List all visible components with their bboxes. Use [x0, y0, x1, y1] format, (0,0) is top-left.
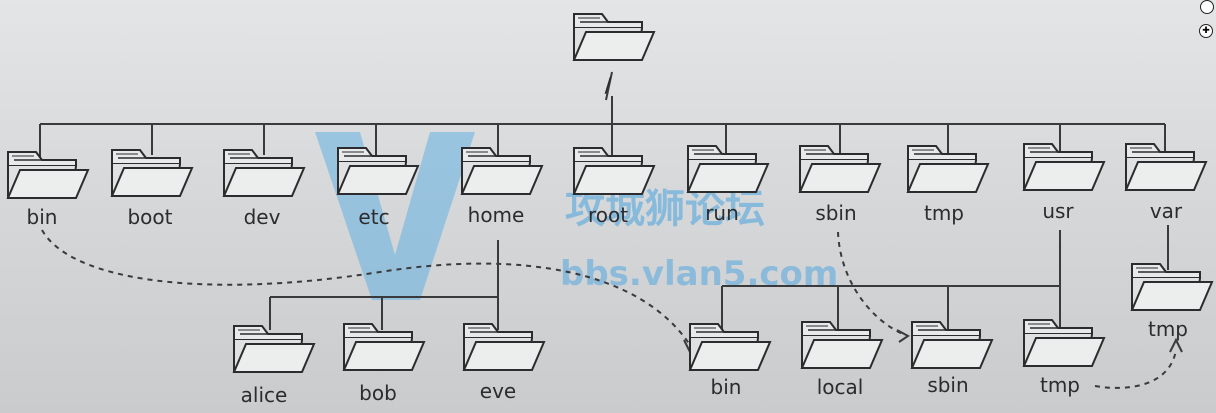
folder-icon — [337, 147, 419, 195]
folder-label: sbin — [927, 373, 968, 397]
folder-label: sbin — [815, 201, 856, 225]
folder-usr-sbin[interactable]: sbin — [911, 321, 993, 397]
folder-bob[interactable]: bob — [343, 323, 425, 405]
folder-root[interactable]: root — [573, 147, 655, 227]
folder-dev[interactable]: dev — [223, 149, 305, 229]
folder-alice[interactable]: alice — [233, 325, 315, 407]
folder-usr-tmp[interactable]: tmp — [1023, 319, 1105, 397]
folder-icon — [689, 323, 771, 371]
folder-icon — [461, 147, 543, 195]
folder-label: etc — [358, 205, 389, 229]
folder-icon — [801, 321, 883, 369]
folder-label: bin — [27, 205, 58, 229]
folder-tmp[interactable]: tmp — [907, 145, 989, 225]
folder-sbin[interactable]: sbin — [799, 145, 881, 225]
folder-run[interactable]: run — [687, 145, 769, 225]
corner-dot-icon[interactable] — [1200, 0, 1214, 14]
folder-icon — [7, 151, 89, 199]
folder-icon — [573, 147, 655, 195]
folder-label: bin — [711, 375, 742, 399]
folder-label: boot — [127, 205, 172, 229]
folder-usr-local[interactable]: local — [801, 321, 883, 399]
folder-icon — [1131, 263, 1213, 311]
folder-label: home — [468, 203, 525, 227]
folder-label: usr — [1042, 199, 1074, 223]
folder-eve[interactable]: eve — [463, 323, 545, 403]
folder-label: alice — [241, 383, 288, 407]
folder-label: tmp — [1148, 317, 1188, 341]
folder-icon — [233, 325, 315, 373]
folder-bin[interactable]: bin — [7, 151, 89, 229]
folder-icon — [223, 149, 305, 197]
corner-cross-icon[interactable]: ✚ — [1199, 24, 1213, 38]
tree-connectors — [39, 71, 1169, 330]
watermark-url-text: bbs.vlan5.com — [560, 254, 838, 294]
folder-root-dir[interactable]: / — [573, 13, 655, 97]
folder-label: var — [1150, 199, 1183, 223]
folder-icon — [687, 145, 769, 193]
folder-boot[interactable]: boot — [111, 149, 193, 229]
folder-label: tmp — [1040, 373, 1080, 397]
folder-icon — [463, 323, 545, 371]
folder-icon — [111, 149, 193, 197]
folder-label: eve — [480, 379, 516, 403]
folder-usr-bin[interactable]: bin — [689, 323, 771, 399]
folder-icon — [343, 323, 425, 371]
folder-icon — [573, 13, 655, 61]
folder-label: dev — [244, 205, 281, 229]
folder-home[interactable]: home — [461, 147, 543, 227]
folder-label: root — [588, 203, 628, 227]
folder-label: local — [817, 375, 864, 399]
folder-label: bob — [359, 381, 397, 405]
folder-icon — [1023, 143, 1105, 191]
folder-label: tmp — [924, 201, 964, 225]
folder-icon — [1023, 319, 1105, 367]
folder-usr[interactable]: usr — [1023, 143, 1105, 223]
folder-label: run — [705, 201, 739, 225]
folder-var-tmp[interactable]: tmp — [1131, 263, 1213, 341]
folder-var[interactable]: var — [1125, 143, 1207, 223]
folder-icon — [911, 321, 993, 369]
folder-label: / — [605, 73, 612, 97]
folder-etc[interactable]: etc — [337, 147, 419, 229]
